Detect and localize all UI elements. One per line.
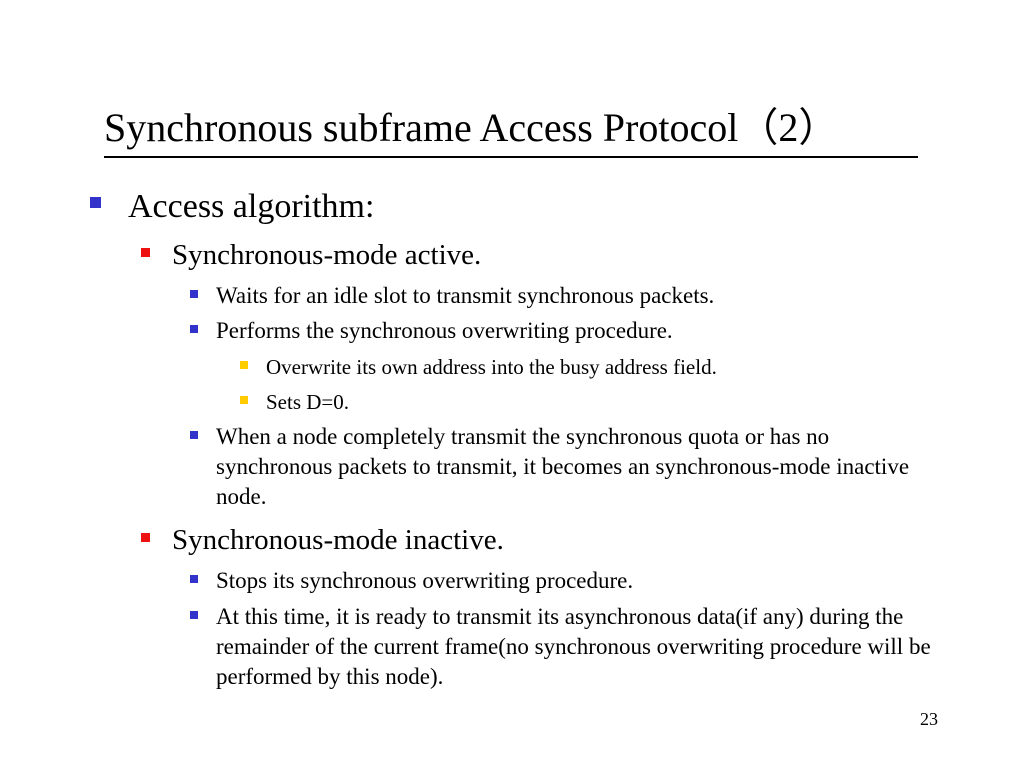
bullet-sync-inactive: Synchronous-mode inactive.	[141, 523, 504, 557]
square-bullet-icon	[190, 431, 198, 439]
bullet-ready-async: At this time, it is ready to transmit it…	[190, 602, 956, 692]
square-bullet-icon	[240, 396, 248, 404]
bullet-text: Access algorithm:	[128, 188, 375, 225]
bullet-text: Stops its synchronous overwriting proced…	[216, 568, 634, 593]
square-bullet-icon	[141, 533, 150, 542]
square-bullet-icon	[190, 290, 198, 298]
square-bullet-icon	[141, 248, 150, 257]
bullet-sets-d: Sets D=0.	[240, 389, 350, 415]
bullet-text: Sets D=0.	[266, 390, 350, 414]
bullet-sync-active: Synchronous-mode active.	[141, 238, 482, 272]
bullet-text: At this time, it is ready to transmit it…	[216, 604, 931, 689]
bullet-performs-overwriting: Performs the synchronous overwriting pro…	[190, 316, 956, 346]
square-bullet-icon	[190, 611, 198, 619]
square-bullet-icon	[90, 197, 101, 208]
page-number: 23	[920, 709, 938, 729]
bullet-text: Performs the synchronous overwriting pro…	[216, 318, 673, 343]
title-underline	[104, 156, 918, 158]
bullet-waits-idle-slot: Waits for an idle slot to transmit synch…	[190, 281, 956, 311]
square-bullet-icon	[190, 575, 198, 583]
square-bullet-icon	[240, 361, 248, 369]
bullet-overwrite-address: Overwrite its own address into the busy …	[240, 354, 717, 380]
bullet-text: Synchronous-mode active.	[172, 239, 482, 271]
bullet-access-algorithm: Access algorithm:	[90, 186, 375, 228]
bullet-text: Overwrite its own address into the busy …	[266, 355, 717, 379]
bullet-when-node-completes: When a node completely transmit the sync…	[190, 422, 946, 512]
bullet-stops-overwriting: Stops its synchronous overwriting proced…	[190, 566, 956, 596]
square-bullet-icon	[190, 325, 198, 333]
bullet-text: Waits for an idle slot to transmit synch…	[216, 283, 715, 308]
bullet-text: When a node completely transmit the sync…	[216, 424, 910, 509]
slide-title: Synchronous subframe Access Protocol（2）	[104, 105, 839, 150]
bullet-text: Synchronous-mode inactive.	[172, 524, 504, 556]
